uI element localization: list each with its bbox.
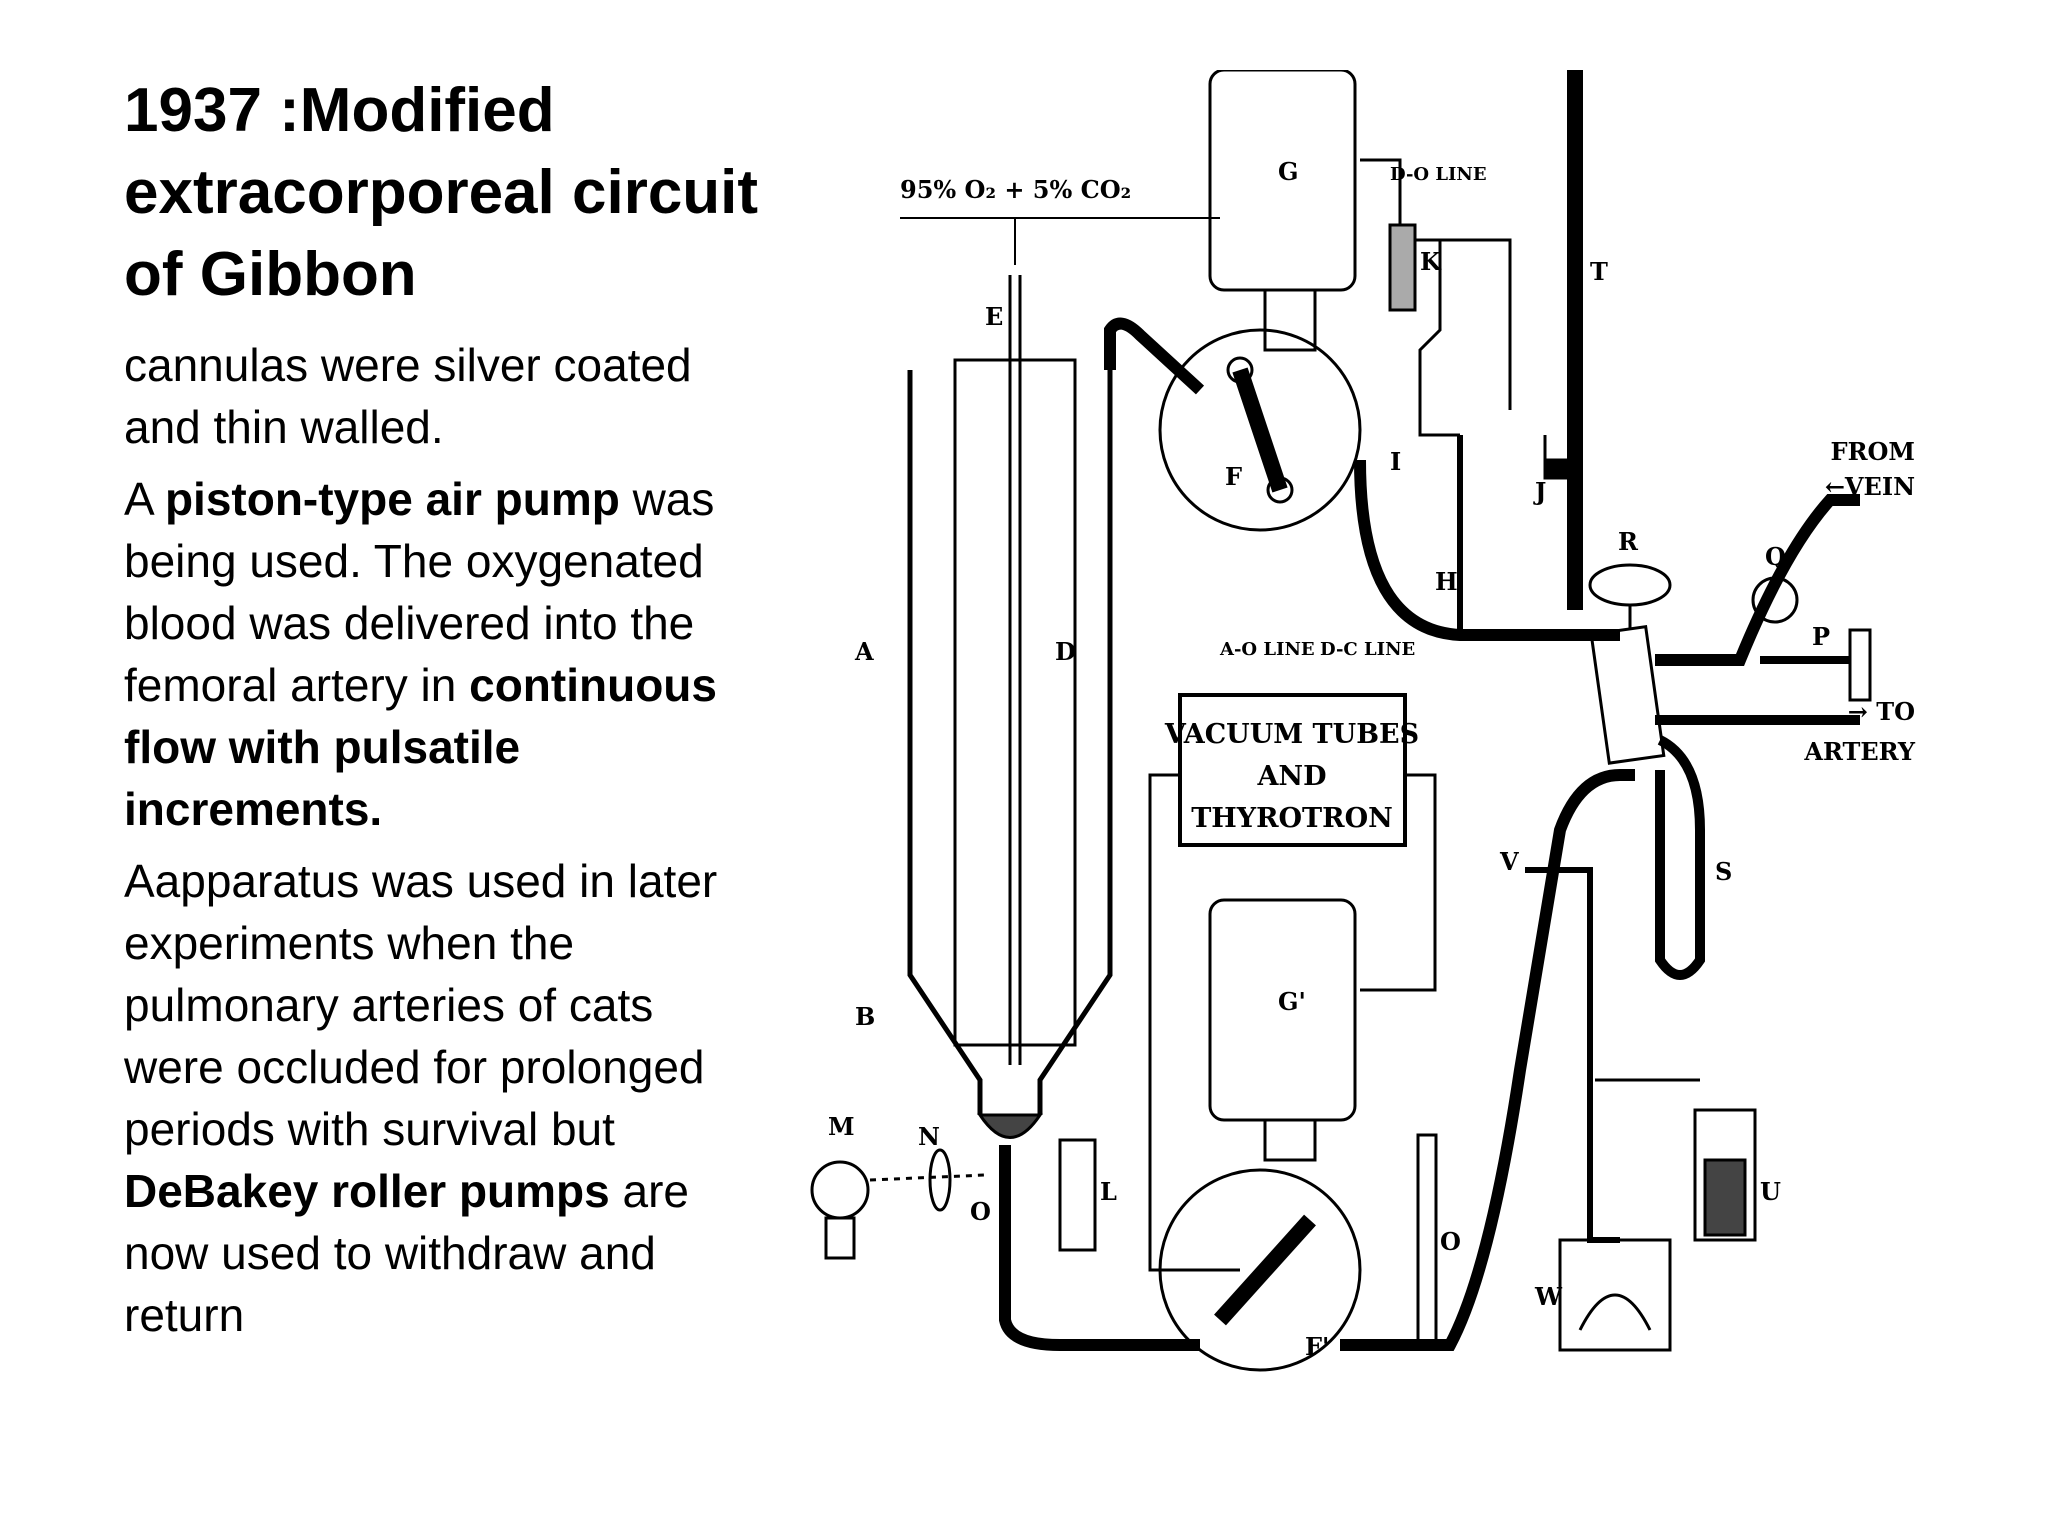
bold-text-run: piston-type air pump: [164, 473, 620, 525]
gibbon-circuit-diagram: 95% O₂ + 5% CO₂ VACUUM TUBES AND THYROTR…: [800, 68, 1980, 1400]
lens-n: [928, 1148, 952, 1212]
oxygenator-outer-left-wall: [907, 370, 983, 1115]
from-vein-line-1: FROM: [1831, 437, 1915, 466]
text-run: Aapparatus was used in later experiments…: [124, 855, 718, 1155]
label-p: P: [1812, 622, 1830, 651]
from-vein-line-2: ←VEIN: [1825, 472, 1915, 501]
label-b: B: [855, 1002, 875, 1031]
bold-text-run: DeBakey roller pumps: [124, 1165, 610, 1217]
dc-line-label: D-C LINE: [1320, 639, 1415, 660]
to-artery-line-2: ARTERY: [1803, 737, 1916, 766]
label-g: G: [1278, 157, 1299, 186]
paragraph-2: A piston-type air pump was being used. T…: [124, 468, 764, 840]
pump-f-prime: [1158, 1168, 1362, 1372]
inner-cylinder-d: [953, 358, 1077, 1047]
label-o: O: [970, 1197, 991, 1226]
box-line-1: VACUUM TUBES: [1164, 719, 1419, 750]
box-line-2: AND: [1256, 761, 1326, 792]
gas-mixture-label: 95% O₂ + 5% CO₂: [900, 175, 1131, 204]
label-m: M: [828, 1112, 855, 1141]
text-run: cannulas were silver coated and thin wal…: [124, 339, 692, 453]
paragraph-1: cannulas were silver coated and thin wal…: [124, 334, 764, 458]
photocell-l: [1058, 1138, 1097, 1252]
gauge-w: [1558, 1238, 1672, 1352]
label-k: K: [1420, 247, 1442, 276]
label-h: H: [1435, 567, 1458, 596]
label-u: U: [1760, 1177, 1781, 1206]
text-run: A: [124, 473, 165, 525]
slide-body: cannulas were silver coated and thin wal…: [124, 334, 764, 1356]
text-run: are now used to withdraw and return: [124, 1165, 690, 1341]
paragraph-3: Aapparatus was used in later experiments…: [124, 850, 764, 1346]
label-e: E: [985, 302, 1003, 331]
label-n: N: [918, 1122, 940, 1151]
label-l: L: [1100, 1177, 1117, 1206]
label-d: D: [1055, 637, 1076, 666]
lamp-m: [810, 1160, 870, 1220]
label-s: S: [1715, 857, 1732, 886]
pump-f: [1158, 328, 1362, 532]
coil-k: [1388, 223, 1417, 312]
label-t: T: [1590, 257, 1608, 286]
do-line-label: D-O LINE: [1390, 164, 1487, 185]
label-i: I: [1390, 447, 1401, 476]
label-q: Q: [1765, 542, 1786, 571]
text-run: was being used. The oxygenated blood was…: [124, 473, 715, 711]
slide-title: 1937 :Modified extracorporeal circuit of…: [124, 76, 759, 309]
label-f-prime: F': [1305, 1332, 1329, 1361]
box-line-3: THYROTRON: [1191, 803, 1393, 834]
device-q: [1751, 576, 1799, 624]
ao-line-label: A-O LINE: [1219, 639, 1315, 660]
label-g-prime: G': [1278, 987, 1306, 1016]
label-w: W: [1534, 1282, 1563, 1311]
label-v: V: [1499, 847, 1519, 876]
label-a: A: [854, 637, 874, 666]
label-f: F: [1225, 462, 1242, 491]
label-o-prime: O: [1440, 1227, 1461, 1256]
to-artery-line-1: → TO: [1848, 697, 1915, 726]
label-j: J: [1533, 477, 1546, 506]
label-r: R: [1618, 527, 1639, 556]
vessel-u: [1693, 1108, 1757, 1242]
vacuum-tubes-box: [1178, 693, 1407, 847]
bold-text-run: continuous flow with pulsatile increment…: [124, 659, 717, 835]
